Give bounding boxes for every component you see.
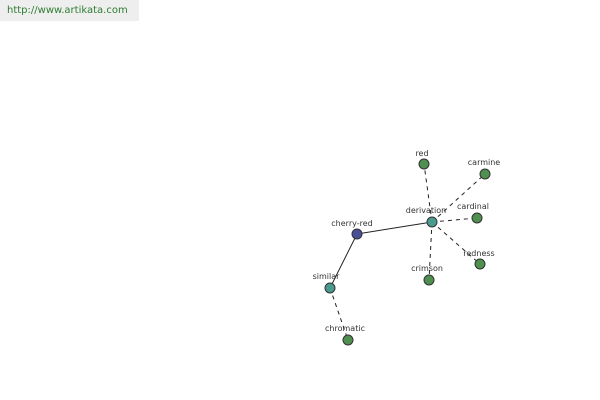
node-label-carmine[interactable]: carmine xyxy=(468,158,501,167)
edge-cherry-red-derivation xyxy=(356,221,433,235)
node-redness[interactable] xyxy=(474,258,486,270)
node-label-red[interactable]: red xyxy=(415,149,428,158)
node-label-derivation[interactable]: derivation xyxy=(406,206,446,215)
node-label-crimson[interactable]: crimson xyxy=(411,264,443,273)
node-similar[interactable] xyxy=(324,282,336,294)
graph-nodes: cherry-red similar chromatic derivation red c… xyxy=(313,149,501,346)
edge-cherry-red-similar xyxy=(329,233,358,289)
edge-derivation-cardinal xyxy=(431,217,478,223)
node-label-cardinal[interactable]: cardinal xyxy=(457,202,489,211)
node-label-cherry-red[interactable]: cherry-red xyxy=(331,219,372,228)
node-crimson[interactable] xyxy=(423,274,435,286)
node-label-similar[interactable]: similar xyxy=(313,272,341,281)
node-cardinal[interactable] xyxy=(471,212,483,224)
edge-derivation-carmine xyxy=(431,173,486,223)
graph-edges xyxy=(329,163,486,341)
site-url-link[interactable]: http://www.artikata.com xyxy=(7,5,128,16)
edge-derivation-crimson xyxy=(428,221,433,281)
node-chromatic[interactable] xyxy=(342,334,354,346)
url-header: http://www.artikata.com xyxy=(0,0,139,21)
edge-derivation-redness xyxy=(431,221,481,265)
node-carmine[interactable] xyxy=(479,168,491,180)
node-derivation[interactable] xyxy=(426,216,438,228)
edge-derivation-red xyxy=(423,163,433,223)
node-red[interactable] xyxy=(418,158,430,170)
node-label-redness[interactable]: redness xyxy=(463,249,494,258)
edge-similar-chromatic xyxy=(329,287,349,341)
node-cherry-red[interactable] xyxy=(351,228,363,240)
node-label-chromatic[interactable]: chromatic xyxy=(325,324,365,333)
